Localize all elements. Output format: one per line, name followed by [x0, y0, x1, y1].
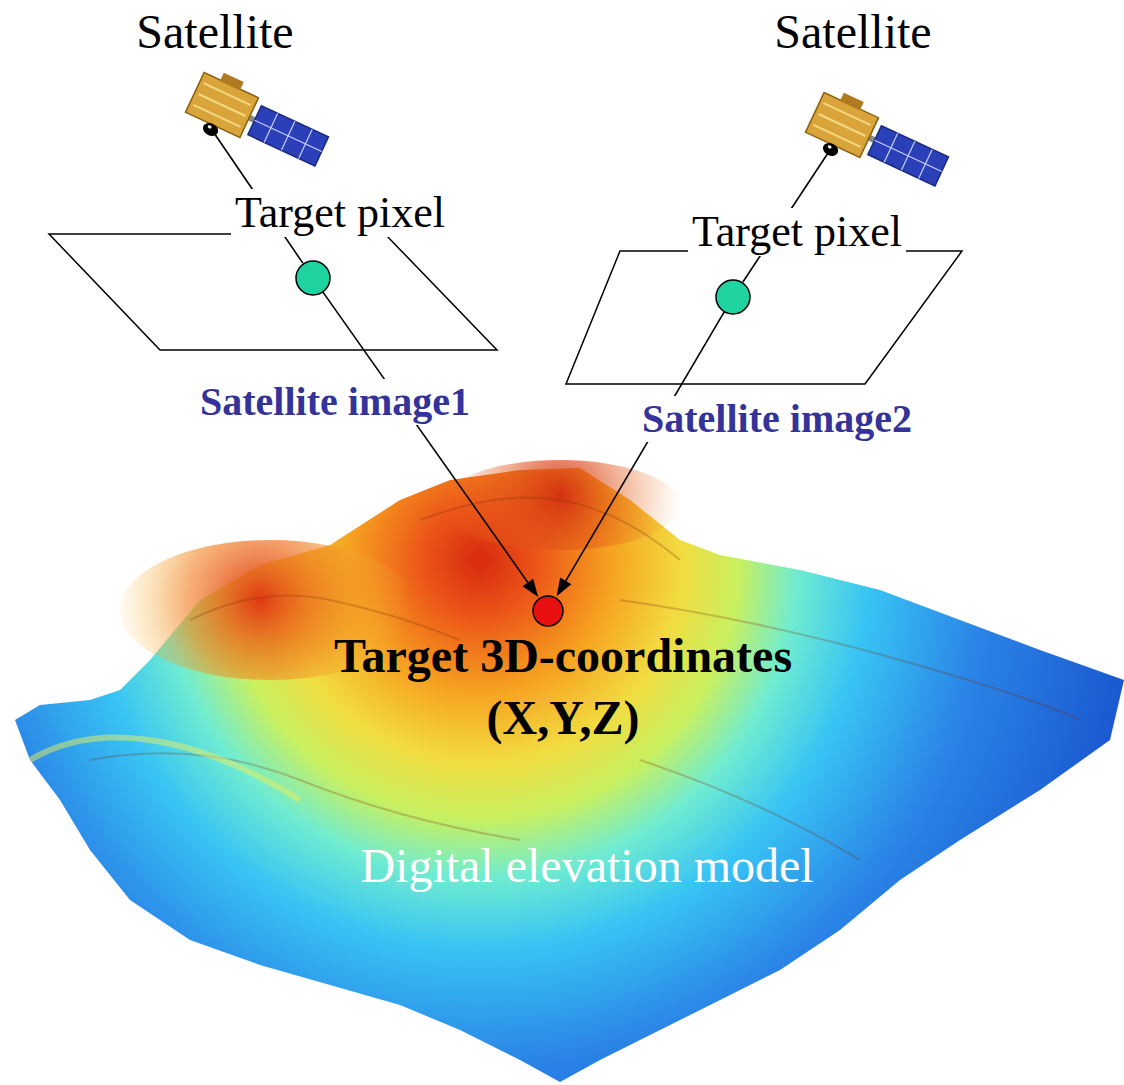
image-plane: Target pixelSatellite image1 [48, 233, 498, 351]
terrain [15, 460, 1124, 1082]
arrowhead [523, 579, 539, 597]
image-plane-outline [565, 250, 963, 385]
arrowhead [557, 578, 572, 597]
ray-line [323, 292, 530, 586]
satellite-label: Satellite [774, 4, 931, 60]
image-plane-border [49, 234, 497, 350]
image-plane-outline [48, 233, 498, 351]
satellite-icon [801, 85, 955, 201]
target-pixel-label: Target pixel [231, 189, 449, 237]
target-pixel-label: Target pixel [688, 208, 906, 256]
image-title: Satellite image2 [638, 396, 916, 442]
target-point [533, 596, 563, 626]
target-coordinates-label: Target 3D-coordinates (X,Y,Z) [253, 625, 873, 749]
ray-line [564, 312, 725, 585]
sight-ray [557, 312, 725, 597]
target-pixel-dot [716, 280, 750, 314]
target-pixel-dot [296, 261, 330, 295]
terrain-label: Digital elevation model [360, 838, 813, 894]
sight-ray [323, 292, 538, 597]
satellite-label: Satellite [136, 4, 293, 60]
image-plane: Target pixelSatellite image2 [565, 250, 963, 385]
satellite-label-group: Satellite [136, 4, 293, 60]
image-title: Satellite image1 [196, 379, 474, 425]
satellite-icon [181, 65, 335, 181]
satellite-label-group: Satellite [774, 4, 931, 60]
target-coordinates: Target 3D-coordinates (X,Y,Z) [253, 625, 873, 749]
terrain-region: Digital elevation model Target 3D-coordin… [0, 460, 1124, 1085]
image-plane-border [566, 251, 962, 384]
